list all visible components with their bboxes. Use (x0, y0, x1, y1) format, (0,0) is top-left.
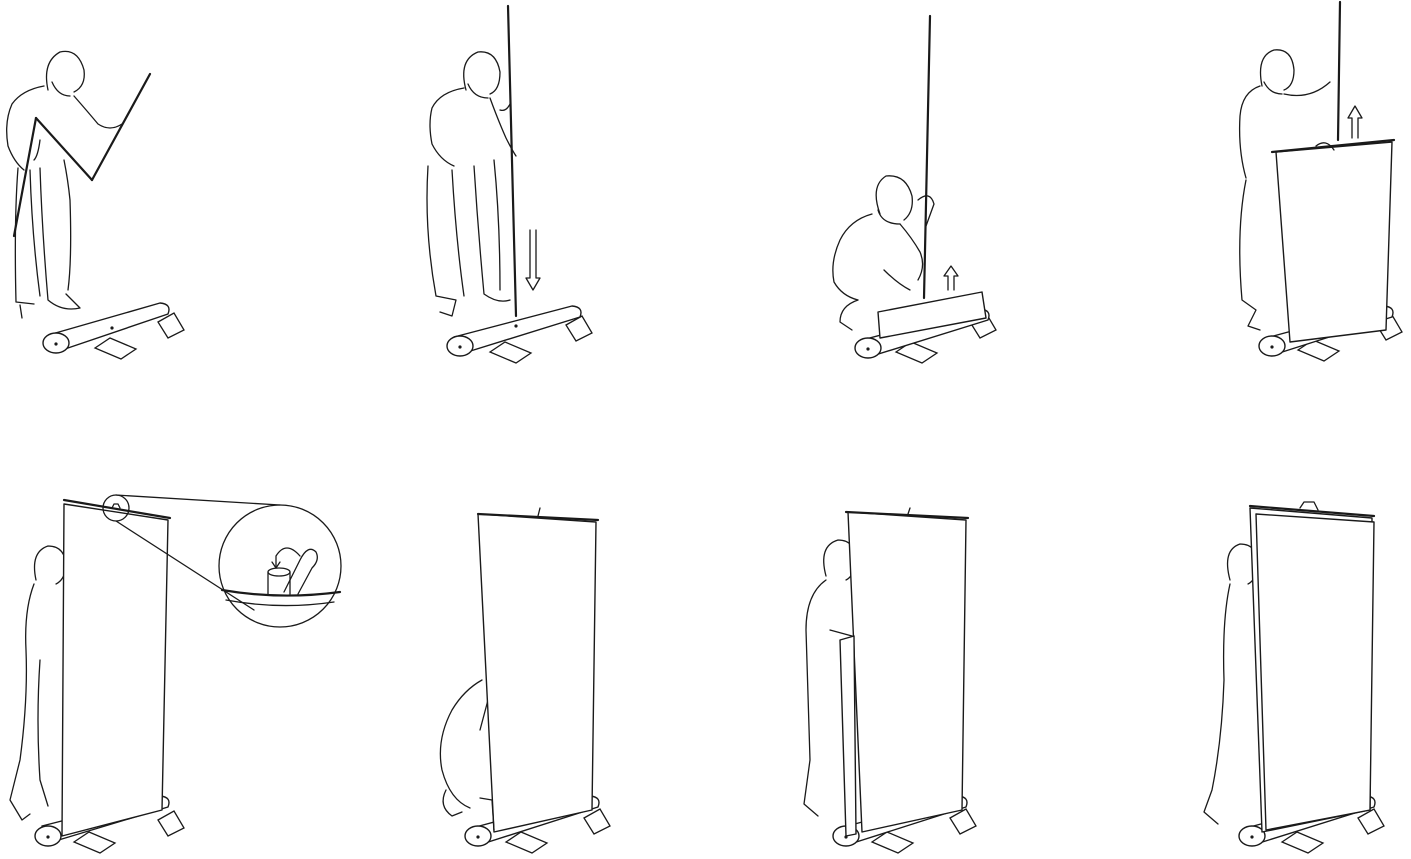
step-1-panel (7, 51, 184, 359)
folding-pole (14, 74, 150, 236)
banner (1250, 502, 1374, 832)
step-3-panel (833, 16, 996, 363)
hook-icon (268, 548, 317, 594)
step-6-panel (440, 508, 610, 853)
pole (924, 16, 930, 298)
arrow-up-icon (944, 266, 958, 290)
step-8-panel (1204, 502, 1384, 853)
step-5-panel (10, 495, 341, 853)
person (427, 52, 516, 316)
step-2-panel (427, 6, 592, 363)
person-crouching (440, 680, 488, 816)
banner (840, 508, 968, 836)
banner (1272, 140, 1394, 342)
person (1204, 544, 1258, 824)
banner (62, 500, 170, 836)
arrow-down-icon (526, 230, 540, 290)
banner (478, 508, 598, 832)
person (10, 546, 66, 820)
pole (508, 6, 516, 316)
arrow-up-icon (1348, 106, 1362, 138)
pole (1338, 2, 1340, 140)
base-stand (43, 303, 184, 359)
base-stand (447, 306, 592, 363)
step-4-panel (1240, 2, 1402, 361)
step-7-panel (804, 508, 976, 853)
